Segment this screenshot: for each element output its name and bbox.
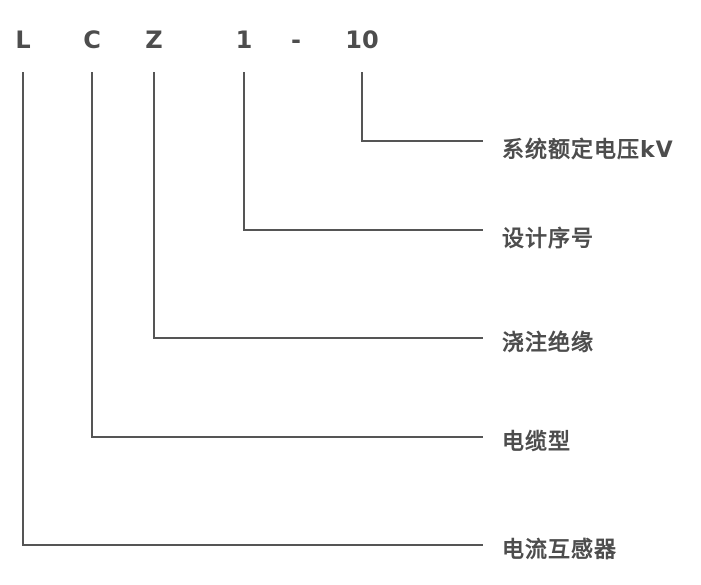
code-letter-z: Z — [145, 26, 163, 54]
label-rated-voltage: 系统额定电压kV — [502, 138, 674, 163]
code-letter-c: C — [83, 26, 101, 54]
label-cast-insulation: 浇注绝缘 — [502, 331, 595, 356]
label-design-number: 设计序号 — [502, 227, 595, 252]
code-dash: - — [291, 26, 301, 54]
connector-current-transformer — [22, 72, 483, 546]
code-design-number: 1 — [235, 26, 253, 54]
connector-voltage — [361, 72, 483, 142]
code-letter-l: L — [15, 26, 31, 54]
label-cable-type: 电缆型 — [502, 430, 572, 455]
connector-design-number — [243, 72, 483, 231]
code-voltage: 10 — [345, 26, 379, 54]
connector-cast-insulation — [153, 72, 483, 339]
connector-cable-type — [91, 72, 483, 438]
label-current-transformer: 电流互感器 — [502, 538, 618, 563]
